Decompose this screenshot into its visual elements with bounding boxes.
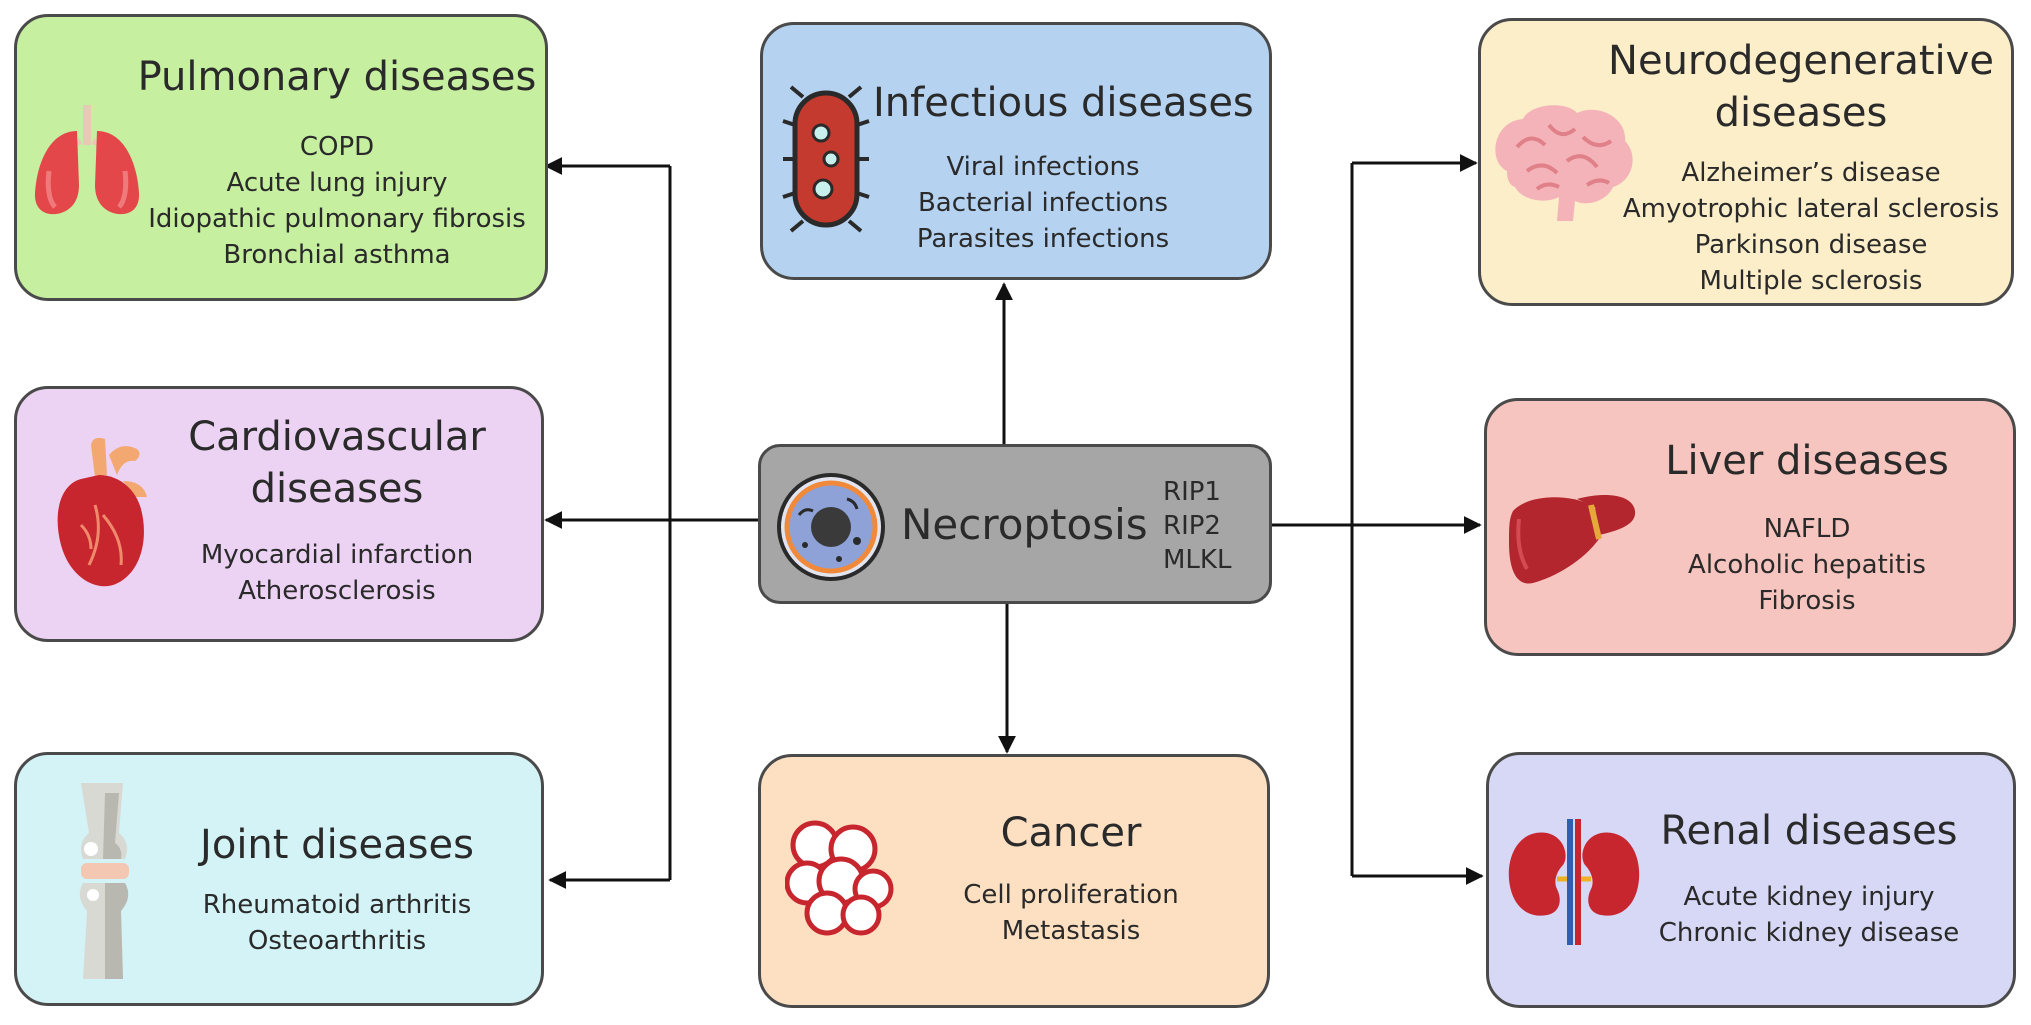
renal-title: Renal diseases: [1660, 808, 1958, 854]
infectious-diseases-box: Infectious diseases Viral infections Bac…: [760, 22, 1272, 280]
marker-item: RIP1: [1163, 477, 1221, 507]
list-item: Viral infections: [946, 152, 1140, 182]
heart-icon: [57, 437, 147, 587]
joint-icon: [79, 783, 129, 979]
list-item: Atherosclerosis: [238, 576, 436, 606]
list-item: Cell proliferation: [963, 880, 1179, 910]
joint-list: Rheumatoid arthritis Osteoarthritis: [167, 887, 507, 959]
brain-icon: [1495, 105, 1633, 221]
neurodegenerative-title-line: Neurodegenerative: [1608, 38, 1994, 84]
necroptosis-title: Necroptosis: [901, 500, 1148, 549]
cell-cluster-icon: [785, 820, 894, 936]
cancer-title: Cancer: [1000, 810, 1142, 856]
infectious-title: Infectious diseases: [873, 80, 1254, 126]
list-item: Myocardial infarction: [200, 540, 474, 570]
necroptosis-box: Necroptosis RIP1 RIP2 MLKL: [758, 444, 1272, 604]
neurodegenerative-title-line: diseases: [1714, 90, 1888, 136]
renal-list: Acute kidney injury Chronic kidney disea…: [1609, 879, 2009, 951]
list-item: Rheumatoid arthritis: [202, 890, 472, 920]
list-item: Acute lung injury: [226, 168, 448, 198]
list-item: Alzheimer’s disease: [1681, 158, 1941, 188]
list-item: Bacterial infections: [917, 188, 1169, 218]
list-item: Osteoarthritis: [247, 926, 427, 956]
renal-diseases-box: Renal diseases Acute kidney injury Chron…: [1486, 752, 2016, 1008]
pulmonary-diseases-box: Pulmonary diseases COPD Acute lung injur…: [14, 14, 548, 301]
list-item: Bronchial asthma: [223, 240, 451, 270]
joint-diseases-box: Joint diseases Rheumatoid arthritis Oste…: [14, 752, 544, 1006]
cancer-list: Cell proliferation Metastasis: [881, 877, 1261, 949]
liver-icon: [1509, 495, 1636, 584]
cardiovascular-title-line: Cardiovascular: [188, 414, 486, 460]
neurodegenerative-diseases-box: Neurodegenerative diseases Alzheimer’s d…: [1478, 18, 2014, 306]
list-item: COPD: [299, 132, 375, 162]
list-item: Metastasis: [1001, 916, 1141, 946]
cardiovascular-title: Cardiovascular diseases: [167, 411, 507, 515]
liver-title: Liver diseases: [1665, 438, 1949, 484]
neurodegenerative-title: Neurodegenerative diseases: [1601, 35, 2001, 139]
list-item: Acute kidney injury: [1683, 882, 1935, 912]
list-item: NAFLD: [1763, 514, 1851, 544]
neurodegenerative-list: Alzheimer’s disease Amyotrophic lateral …: [1611, 155, 2011, 299]
cardiovascular-title-line: diseases: [250, 466, 424, 512]
infectious-list: Viral infections Bacterial infections Pa…: [853, 149, 1233, 257]
joint-title: Joint diseases: [200, 822, 474, 868]
liver-list: NAFLD Alcoholic hepatitis Fibrosis: [1607, 511, 2007, 619]
cardiovascular-diseases-box: Cardiovascular diseases Myocardial infar…: [14, 386, 544, 642]
list-item: Parasites infections: [916, 224, 1170, 254]
cardiovascular-list: Myocardial infarction Atherosclerosis: [167, 537, 507, 609]
list-item: Idiopathic pulmonary fibrosis: [148, 204, 526, 234]
pulmonary-list: COPD Acute lung injury Idiopathic pulmon…: [137, 129, 537, 273]
liver-diseases-box: Liver diseases NAFLD Alcoholic hepatitis…: [1484, 398, 2016, 656]
list-item: Fibrosis: [1758, 586, 1856, 616]
list-item: Alcoholic hepatitis: [1688, 550, 1926, 580]
marker-item: RIP2: [1163, 511, 1221, 541]
cell-icon: [777, 473, 885, 581]
list-item: Multiple sclerosis: [1699, 266, 1923, 296]
cancer-box: Cancer Cell proliferation Metastasis: [758, 754, 1270, 1008]
list-item: Chronic kidney disease: [1658, 918, 1960, 948]
pulmonary-title: Pulmonary diseases: [137, 54, 537, 100]
kidneys-icon: [1508, 819, 1640, 945]
lungs-icon: [34, 105, 140, 215]
list-item: Amyotrophic lateral sclerosis: [1622, 194, 2000, 224]
list-item: Parkinson disease: [1694, 230, 1928, 260]
bacterium-icon: [782, 85, 870, 233]
necroptosis-markers: RIP1 RIP2 MLKL: [1163, 475, 1231, 577]
marker-item: MLKL: [1163, 545, 1232, 575]
